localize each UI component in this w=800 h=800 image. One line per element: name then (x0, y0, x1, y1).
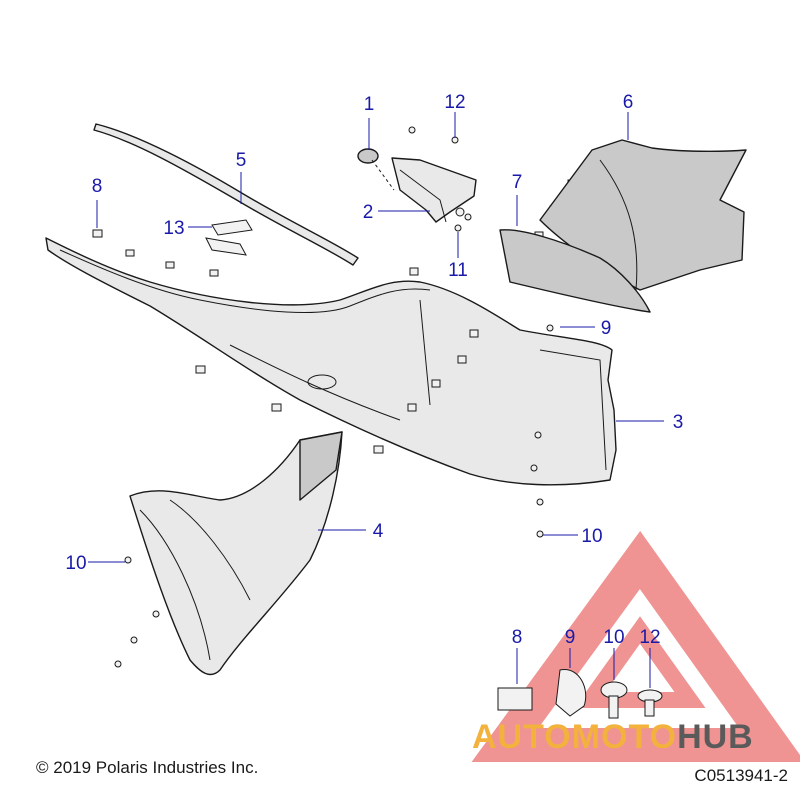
part-pads (205, 219, 253, 256)
callout-12: 12 (444, 92, 465, 113)
callout-2: 2 (363, 202, 374, 223)
callout-6: 6 (623, 92, 634, 113)
legend-label-12: 12 (639, 627, 660, 648)
part-lower-panel (499, 229, 651, 313)
part-bumper (357, 148, 395, 191)
callout-11: 11 (448, 260, 468, 281)
screws (114, 324, 554, 668)
callout-1: 1 (364, 94, 375, 115)
legend-label-9: 9 (565, 627, 576, 648)
part-lower-bracket (129, 431, 343, 676)
callout-13: 13 (163, 218, 184, 239)
callout-4: 4 (373, 521, 384, 542)
legend-label-8: 8 (512, 627, 523, 648)
hardware-legend: 8 9 10 12 (512, 627, 661, 648)
callout-7: 7 (512, 172, 523, 193)
part-upper-panel (539, 139, 747, 291)
callout-9: 9 (601, 318, 612, 339)
callout-10-right: 10 (581, 526, 602, 547)
leader-lines (88, 112, 664, 688)
copyright-text: © 2019 Polaris Industries Inc. (36, 758, 259, 777)
hardware-legend-icons (497, 669, 663, 719)
callout-10-left: 10 (65, 553, 86, 574)
callout-3: 3 (673, 412, 684, 433)
watermark-text-part1: AUTOMOTO (472, 718, 678, 756)
callout-5: 5 (236, 150, 247, 171)
part-bracket (391, 157, 477, 223)
watermark-logo (471, 530, 800, 762)
diagram-id: C0513941-2 (694, 766, 788, 785)
legend-label-10: 10 (603, 627, 624, 648)
watermark-text: AUTOMOTOHUB (472, 718, 754, 757)
part-side-panel (45, 237, 617, 486)
watermark-text-part2: HUB (677, 718, 754, 756)
callouts: 1 2 3 4 5 6 7 8 9 10 10 11 12 13 (65, 92, 683, 574)
callout-8: 8 (92, 176, 103, 197)
small-hardware (408, 126, 472, 232)
part-trim-strip (93, 123, 359, 266)
